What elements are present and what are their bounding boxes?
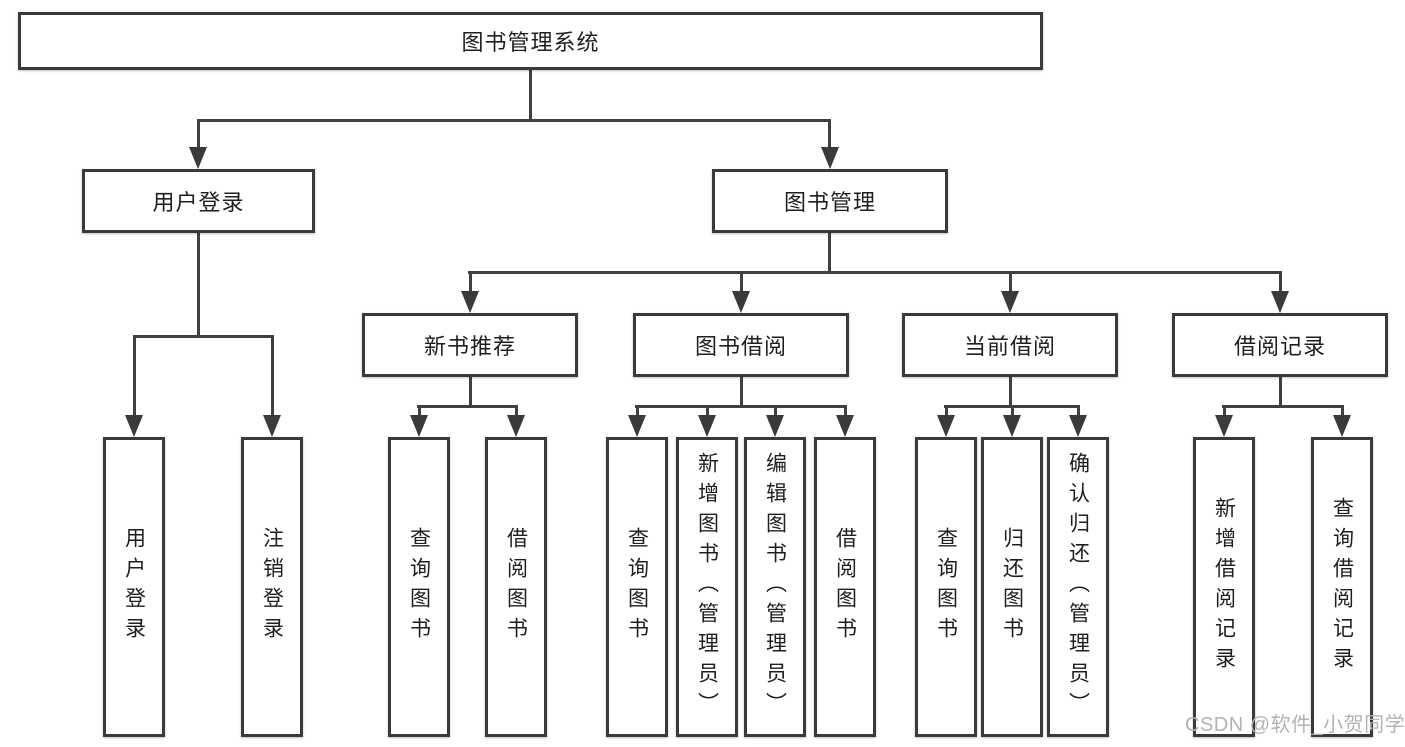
connector-drop	[636, 405, 639, 417]
node-borrowing-records: 借阅记录	[1172, 313, 1388, 377]
arrowhead-leaf-login	[125, 415, 143, 437]
connector-borrow-records-stem	[1279, 377, 1282, 407]
arrowhead-borrow-books-1	[507, 415, 525, 437]
arrowhead-leaf-logout	[263, 415, 281, 437]
arrowhead-query-books-2	[628, 415, 646, 437]
leaf-confirm-return-admin: 确认归还（管理员）	[1047, 437, 1109, 737]
leaf-query-books-borrowing: 查询图书	[606, 437, 668, 737]
leaf-add-borrow-record: 新增借阅记录	[1193, 437, 1255, 737]
leaf-add-book-admin: 新增图书（管理员）	[676, 437, 738, 737]
connector-borrow-records-rail	[1222, 405, 1343, 408]
connector-book-borrow-stem	[740, 377, 743, 407]
leaf-borrow-books-recommend: 借阅图书	[485, 437, 547, 737]
connector-drop	[515, 405, 518, 417]
connector-book-borrow-drop	[740, 271, 743, 293]
arrowhead-current-borrow	[1001, 291, 1019, 313]
node-current-borrowing: 当前借阅	[902, 313, 1118, 377]
arrowhead-book-management	[821, 147, 839, 169]
leaf-query-books-current: 查询图书	[915, 437, 977, 737]
connector-new-book-drop	[469, 271, 472, 293]
connector-current-borrow-drop	[1009, 271, 1012, 293]
arrowhead-edit-book	[766, 415, 784, 437]
connector-drop	[1077, 405, 1080, 417]
connector-leaf-logout-drop	[271, 335, 274, 417]
connector-current-borrow-stem	[1009, 377, 1012, 407]
arrowhead-book-borrow	[732, 291, 750, 313]
connector-drop	[1011, 405, 1014, 417]
arrowhead-borrow-books-2	[836, 415, 854, 437]
node-new-book-recommendation: 新书推荐	[362, 313, 578, 377]
connector-book-management-drop	[828, 119, 831, 149]
node-book-management: 图书管理	[712, 169, 948, 233]
arrowhead-new-book	[461, 291, 479, 313]
node-library-system: 图书管理系统	[18, 12, 1043, 70]
arrowhead-user-login	[189, 147, 207, 169]
connector-leaf-login-drop	[133, 335, 136, 417]
connector-drop	[945, 405, 948, 417]
connector-user-login-rail	[133, 335, 274, 338]
arrowhead-add-record	[1215, 415, 1233, 437]
leaf-edit-book-admin: 编辑图书（管理员）	[744, 437, 806, 737]
connector-drop	[1223, 405, 1226, 417]
connector-user-login-stem	[197, 233, 200, 337]
arrowhead-return-books	[1003, 415, 1021, 437]
connector-new-book-stem	[469, 377, 472, 407]
connector-drop	[1341, 405, 1344, 417]
node-book-borrowing: 图书借阅	[633, 313, 849, 377]
connector-book-borrow-rail	[635, 405, 846, 408]
connector-root-stem	[529, 69, 532, 121]
connector-user-login-drop	[197, 119, 200, 149]
arrowhead-confirm-return	[1069, 415, 1087, 437]
arrowhead-add-book	[698, 415, 716, 437]
arrowhead-query-record	[1333, 415, 1351, 437]
leaf-query-borrow-record: 查询借阅记录	[1311, 437, 1373, 737]
connector-borrow-records-drop	[1279, 271, 1282, 293]
arrowhead-query-books-1	[410, 415, 428, 437]
leaf-return-books: 归还图书	[981, 437, 1043, 737]
connector-level3-rail	[468, 271, 1282, 274]
connector-drop	[418, 405, 421, 417]
connector-book-management-stem	[828, 233, 831, 274]
leaf-user-login: 用户登录	[103, 437, 165, 737]
csdn-watermark: CSDN @软件_小贺同学	[1185, 714, 1405, 736]
leaf-query-books-recommend: 查询图书	[388, 437, 450, 737]
connector-level1-rail	[197, 119, 831, 122]
arrowhead-query-books-3	[937, 415, 955, 437]
leaf-logout-login: 注销登录	[241, 437, 303, 737]
connector-drop	[844, 405, 847, 417]
connector-new-book-rail	[417, 405, 518, 408]
connector-drop	[706, 405, 709, 417]
connector-drop	[774, 405, 777, 417]
arrowhead-borrow-records	[1271, 291, 1289, 313]
node-user-login: 用户登录	[82, 169, 315, 233]
leaf-borrow-books-borrowing: 借阅图书	[814, 437, 876, 737]
